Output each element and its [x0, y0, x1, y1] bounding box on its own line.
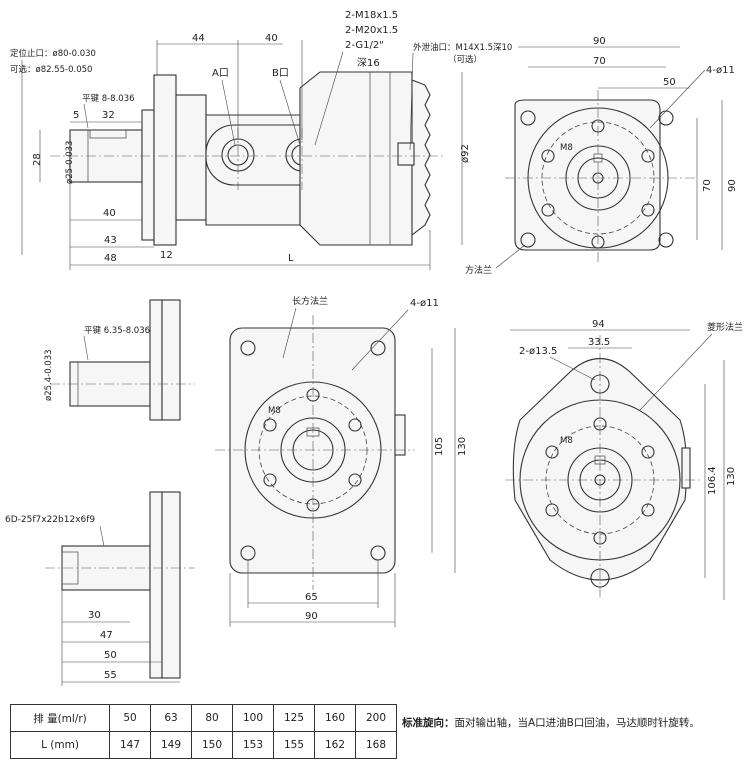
sq-dim-90: 90: [593, 36, 606, 47]
rect-bolt-label: 4-ø11: [410, 298, 439, 309]
sp-dim-47: 47: [100, 630, 113, 641]
diamond-flange-dimensions: 94 33.5 菱形法兰 2-ø13.5 M8 106.4 130: [510, 319, 743, 600]
table-cell: 100: [232, 704, 274, 732]
port-a-label: A口: [212, 68, 229, 79]
sq-dim-v70: 70: [702, 179, 713, 192]
port-thread-1: 2-M18x1.5: [345, 10, 398, 21]
rect-thread-label: M8: [268, 406, 281, 416]
side-view-dimensions: 44 40 2-M18x1.5 2-M20x1.5 2-G1/2" 深16 外泄…: [10, 10, 512, 270]
rotation-note-label: 标准旋向：: [402, 717, 455, 729]
dim-5: 5: [73, 110, 79, 121]
square-flange-dimensions: 90 70 50 4-ø11 M8 70 90 方法兰: [465, 36, 738, 276]
port-b-label: B口: [272, 68, 289, 79]
pilot-diameter: 定位止口：ø80-0.030: [10, 48, 96, 59]
table-cell: 147: [109, 731, 151, 759]
dim-dia92: ø92: [460, 144, 471, 163]
sp-dim-55: 55: [104, 670, 117, 681]
sq-dim-50: 50: [663, 77, 676, 88]
rotation-note-text: 面对输出轴，当A口进油B口回油，马达顺时针旋转。: [454, 717, 700, 729]
dim-48: 48: [104, 253, 117, 264]
table-row: L (mm) 147 149 150 153 155 162 168: [10, 731, 397, 759]
square-flange-view: [505, 90, 695, 265]
dim-40b: 40: [103, 208, 116, 219]
table-cell: 50: [109, 704, 151, 732]
sp-dim-30: 30: [88, 610, 101, 621]
diamond-flange-view: [505, 335, 700, 600]
dia-dim-1064: 106.4: [707, 466, 718, 495]
table-cell: 63: [150, 704, 192, 732]
keyed-shaft-view: 平键 6.35-8.036 ø25.4-0.033: [44, 299, 195, 421]
dim-40: 40: [265, 33, 278, 44]
rect-flange-label: 长方法兰: [292, 295, 328, 307]
port-depth: 深16: [357, 57, 380, 69]
dim-12: 12: [160, 250, 173, 261]
table-cell: 153: [232, 731, 274, 759]
sq-bolt-hole: [658, 110, 674, 126]
table-cell: 162: [314, 731, 356, 759]
diamond-flange-label: 菱形法兰: [707, 321, 743, 333]
dia-dim-94: 94: [592, 319, 605, 330]
technical-drawing: 44 40 2-M18x1.5 2-M20x1.5 2-G1/2" 深16 外泄…: [5, 10, 743, 686]
port-thread-2: 2-M20x1.5: [345, 25, 398, 36]
key2-label: 平键 6.35-8.036: [84, 325, 150, 336]
displacement-table: 排 量(ml/r) 50 63 80 100 125 160 200 L (mm…: [10, 704, 397, 759]
dim-43: 43: [104, 235, 117, 246]
rectangular-flange-view: [215, 315, 415, 590]
dia-dim-130: 130: [726, 467, 737, 486]
shaft2-dia: ø25.4-0.033: [44, 349, 54, 401]
rotation-note: 标准旋向：面对输出轴，当A口进油B口回油，马达顺时针旋转。: [402, 714, 742, 732]
table-cell: 200: [355, 704, 397, 732]
dim-44: 44: [192, 33, 205, 44]
table-cell: 150: [191, 731, 233, 759]
table-cell: 155: [273, 731, 315, 759]
dia-thread-label: M8: [560, 436, 573, 446]
rect-dim-90: 90: [305, 611, 318, 622]
external-drain-label: 外泄油口：M14X1.5深10: [413, 42, 512, 53]
side-view-motor: [50, 71, 445, 246]
table-cell: 149: [150, 731, 192, 759]
rectangular-flange-dimensions: 长方法兰 4-ø11 M8 105 130 65 90: [229, 295, 468, 627]
table-cell: 168: [355, 731, 397, 759]
mount-flange: [141, 109, 155, 241]
spline-spec: 6D-25f7x22b12x6f9: [5, 515, 95, 525]
drain-optional: （可选）: [448, 54, 482, 65]
table-cell: 160: [314, 704, 356, 732]
sp-dim-50: 50: [104, 650, 117, 661]
key1-label: 平键 8-8.036: [82, 93, 135, 104]
rect-dim-65: 65: [305, 592, 318, 603]
rect-dim-130: 130: [457, 437, 468, 456]
sq-bolt-hole: [520, 110, 536, 126]
dia-dim-335: 33.5: [588, 337, 610, 348]
table-head-length: L (mm): [10, 731, 110, 759]
dim-28: 28: [32, 153, 43, 166]
square-flange-label: 方法兰: [465, 264, 492, 276]
dim-32: 32: [102, 110, 115, 121]
table-cell: 80: [191, 704, 233, 732]
sq-dim-70: 70: [593, 56, 606, 67]
table-cell: 125: [273, 704, 315, 732]
table-head-displacement: 排 量(ml/r): [10, 704, 110, 732]
dim-L: L: [288, 253, 294, 264]
rect-dim-105: 105: [434, 437, 445, 456]
sq-bolt-label: 4-ø11: [706, 65, 735, 76]
port-thread-3: 2-G1/2": [345, 40, 384, 51]
spline-shaft-view: 6D-25f7x22b12x6f9 30 47 50 55: [5, 491, 195, 686]
pilot-optional: 可选：ø82.55-0.050: [10, 64, 92, 75]
sq-dim-v90: 90: [727, 179, 738, 192]
dia-bolt-label: 2-ø13.5: [519, 346, 557, 357]
sq-bolt-hole: [658, 232, 674, 248]
sq-bolt-hole: [520, 232, 536, 248]
sq-thread-label: M8: [560, 143, 573, 153]
table-row: 排 量(ml/r) 50 63 80 100 125 160 200: [10, 704, 397, 732]
shaft1-dia: ø25-0.033: [65, 141, 75, 184]
